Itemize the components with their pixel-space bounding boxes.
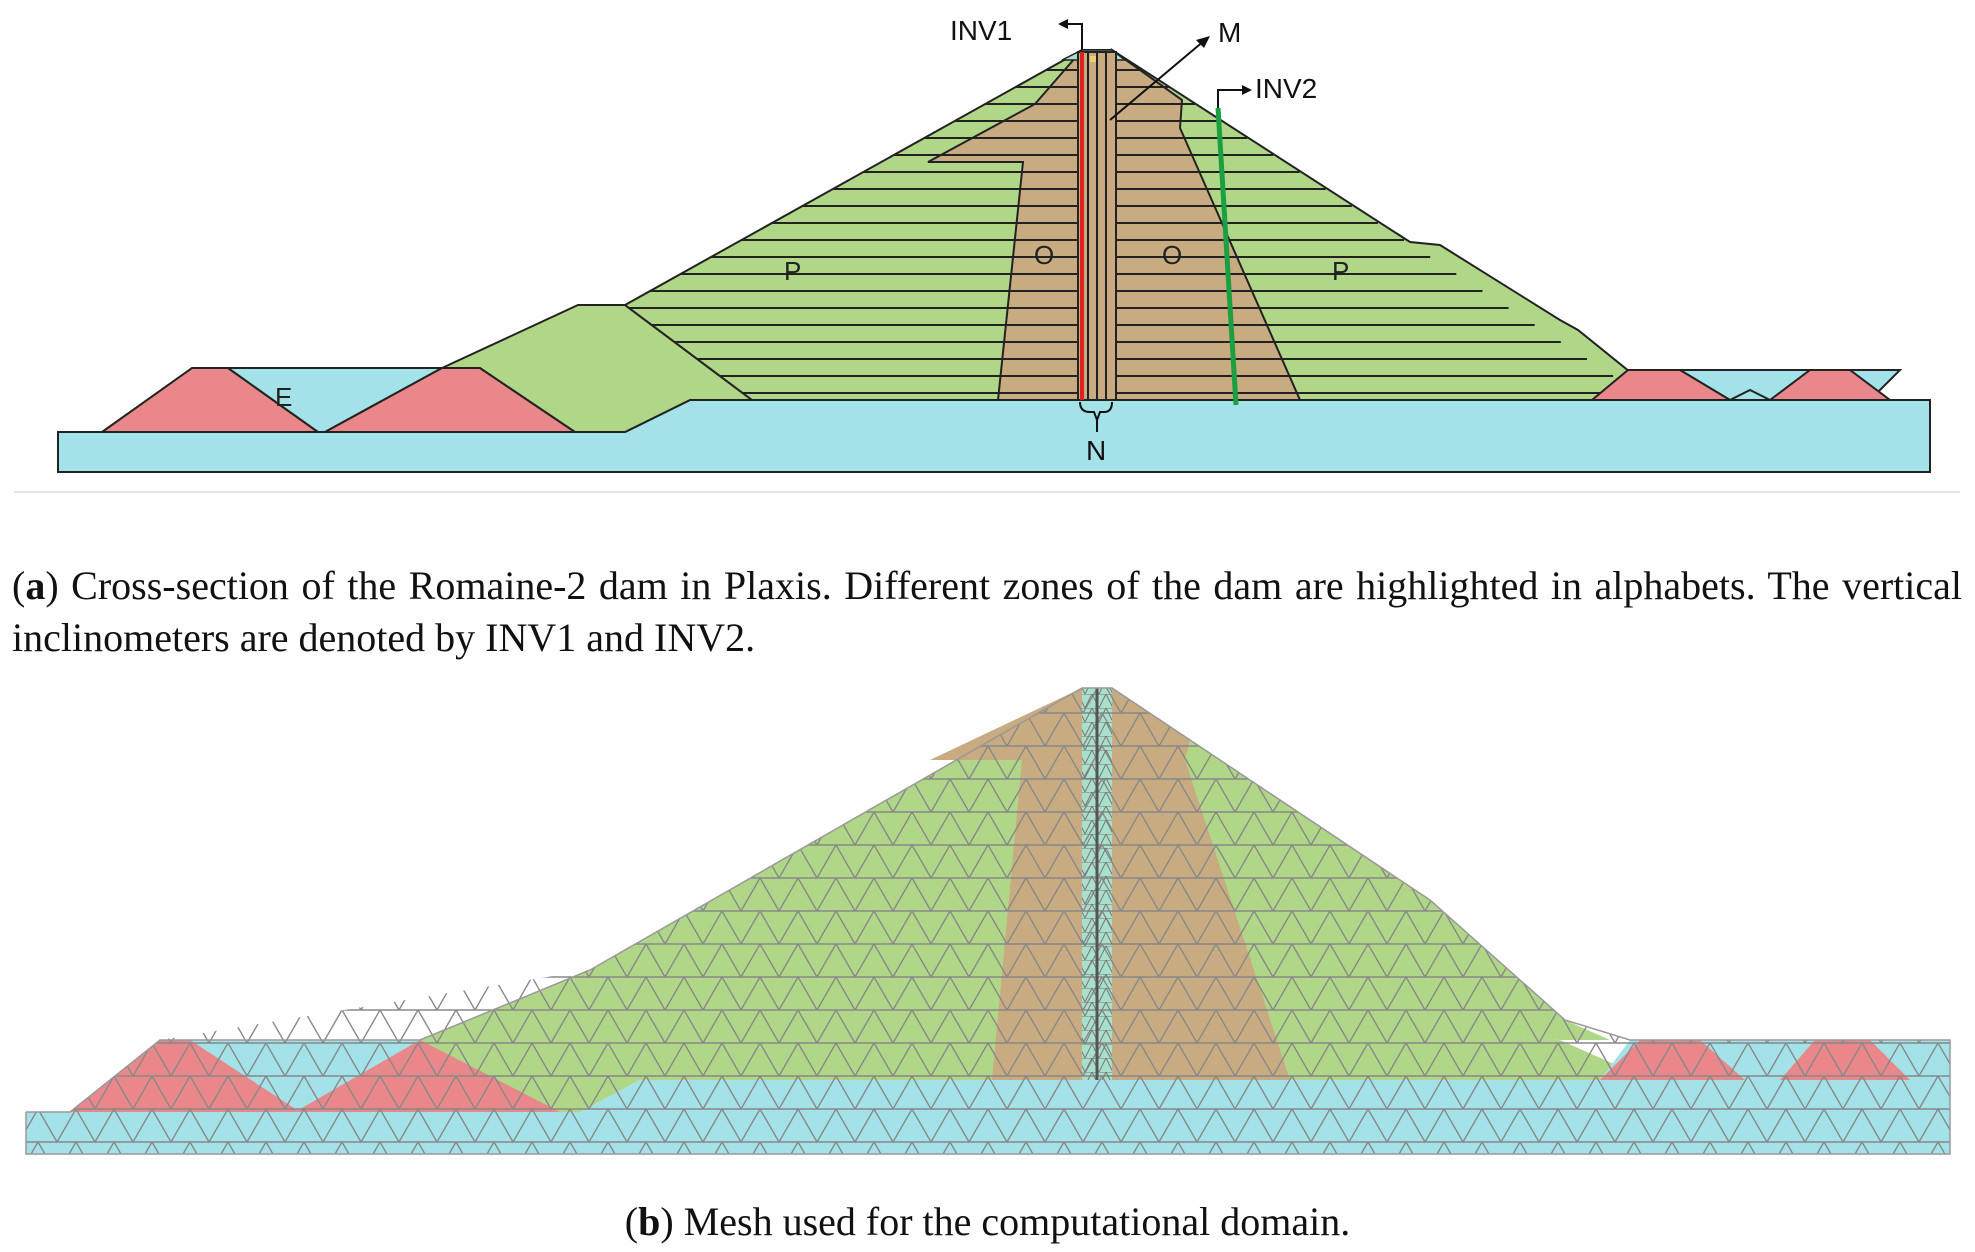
central-shaft <box>1077 51 1117 401</box>
caption-b-text: Mesh used for the computational domain. <box>683 1199 1351 1244</box>
svg-text:INV2: INV2 <box>1255 73 1317 104</box>
caption-b: (b) Mesh used for the computational doma… <box>624 1199 1351 1244</box>
zone-label-e: E <box>275 382 292 412</box>
zone-label-o-left: O <box>1034 240 1054 270</box>
caption-b-letter: b <box>638 1199 661 1244</box>
svg-text:M: M <box>1218 17 1241 48</box>
zone-label-o-right: O <box>1162 240 1182 270</box>
inv2-annotation: INV2 <box>1217 73 1317 108</box>
basin-right-gap <box>1729 388 1771 401</box>
zone-label-p-left: P <box>784 256 801 286</box>
caption-a-text: Cross-section of the Romaine-2 dam in Pl… <box>12 563 1962 660</box>
inv1-annotation: INV1 <box>950 15 1083 50</box>
svg-text:N: N <box>1086 435 1106 466</box>
inv2-line <box>1215 107 1239 406</box>
zone-label-p-right: P <box>1332 256 1349 286</box>
m-annotation: M <box>1109 17 1241 121</box>
svg-text:INV1: INV1 <box>950 15 1012 46</box>
figure-b-mesh <box>0 680 1975 1180</box>
mesh-overlay <box>25 687 1951 1155</box>
mesh-drawing <box>25 687 1951 1155</box>
berm-right-1 <box>1589 369 1734 401</box>
caption-a-letter: a <box>25 563 46 608</box>
caption-a: (a) Cross-section of the Romaine-2 dam i… <box>12 563 1962 660</box>
cross-section-drawing: INV1 INV2 M N E O O P P <box>14 15 1960 493</box>
n-annotation: N <box>1079 401 1113 466</box>
figure-a-cross-section: INV1 INV2 M N E O O P P <box>0 0 1975 500</box>
berm-right-2 <box>1767 369 1893 401</box>
buttress-left <box>441 304 756 433</box>
